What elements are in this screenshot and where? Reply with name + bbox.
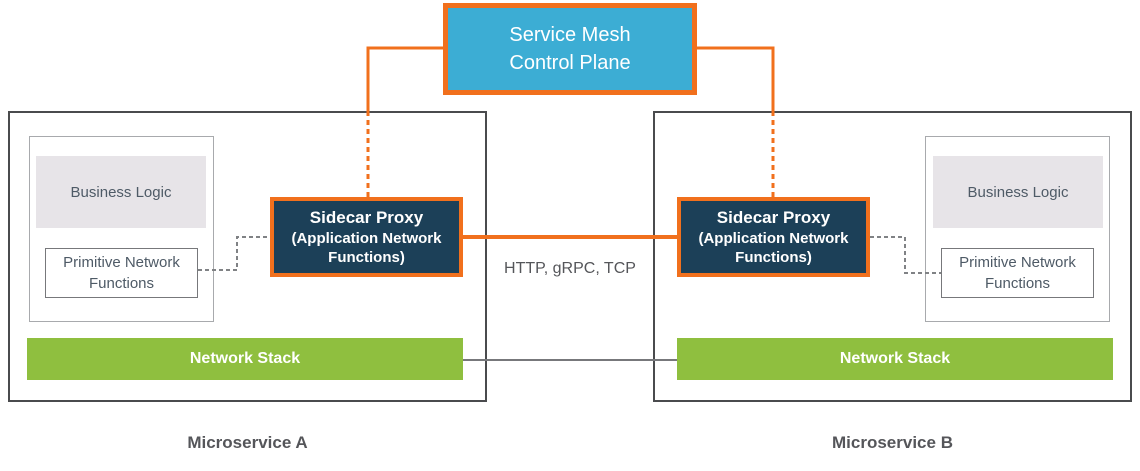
microservice-a-sidecar-proxy-box: Sidecar Proxy (Application Network Funct…: [270, 197, 463, 277]
microservice-a-caption: Microservice A: [187, 433, 308, 452]
network-stack-label: Network Stack: [189, 350, 301, 367]
microservice-a-business-logic-box: Business Logic: [36, 156, 206, 228]
business-logic-label: Business Logic: [70, 183, 172, 201]
microservice-b-primitive-network-functions-box: Primitive Network Functions: [941, 248, 1094, 298]
control-plane-label-line2: Control Plane: [509, 52, 631, 74]
primitive-network-functions-label: Primitive Network Functions: [63, 254, 180, 292]
microservice-a-primitive-network-functions-box: Primitive Network Functions: [45, 248, 198, 298]
protocol-label: HTTP, gRPC, TCP: [504, 260, 636, 277]
sidecar-proxy-title: Sidecar Proxy: [716, 208, 831, 227]
control-plane-label-line1: Service Mesh: [509, 24, 631, 46]
primitive-network-functions-label: Primitive Network Functions: [959, 254, 1076, 292]
business-logic-label: Business Logic: [967, 183, 1069, 201]
control-plane-to-sidecar-a-connector-solid: [366, 46, 443, 111]
microservice-a-network-stack-bar: Network Stack: [27, 338, 463, 380]
network-stack-label: Network Stack: [839, 350, 951, 367]
microservice-b-sidecar-proxy-box: Sidecar Proxy (Application Network Funct…: [677, 197, 870, 277]
sidecar-proxy-subtitle: (Application Network Functions): [291, 230, 442, 266]
service-mesh-control-plane-box: Service Mesh Control Plane: [443, 3, 697, 95]
sidecar-proxy-subtitle: (Application Network Functions): [698, 230, 849, 266]
microservice-b-caption: Microservice B: [832, 433, 953, 452]
sidecar-proxy-title: Sidecar Proxy: [309, 208, 424, 227]
microservice-b-business-logic-box: Business Logic: [933, 156, 1103, 228]
control-plane-to-sidecar-b-connector-solid: [697, 46, 775, 111]
microservice-b-network-stack-bar: Network Stack: [677, 338, 1113, 380]
